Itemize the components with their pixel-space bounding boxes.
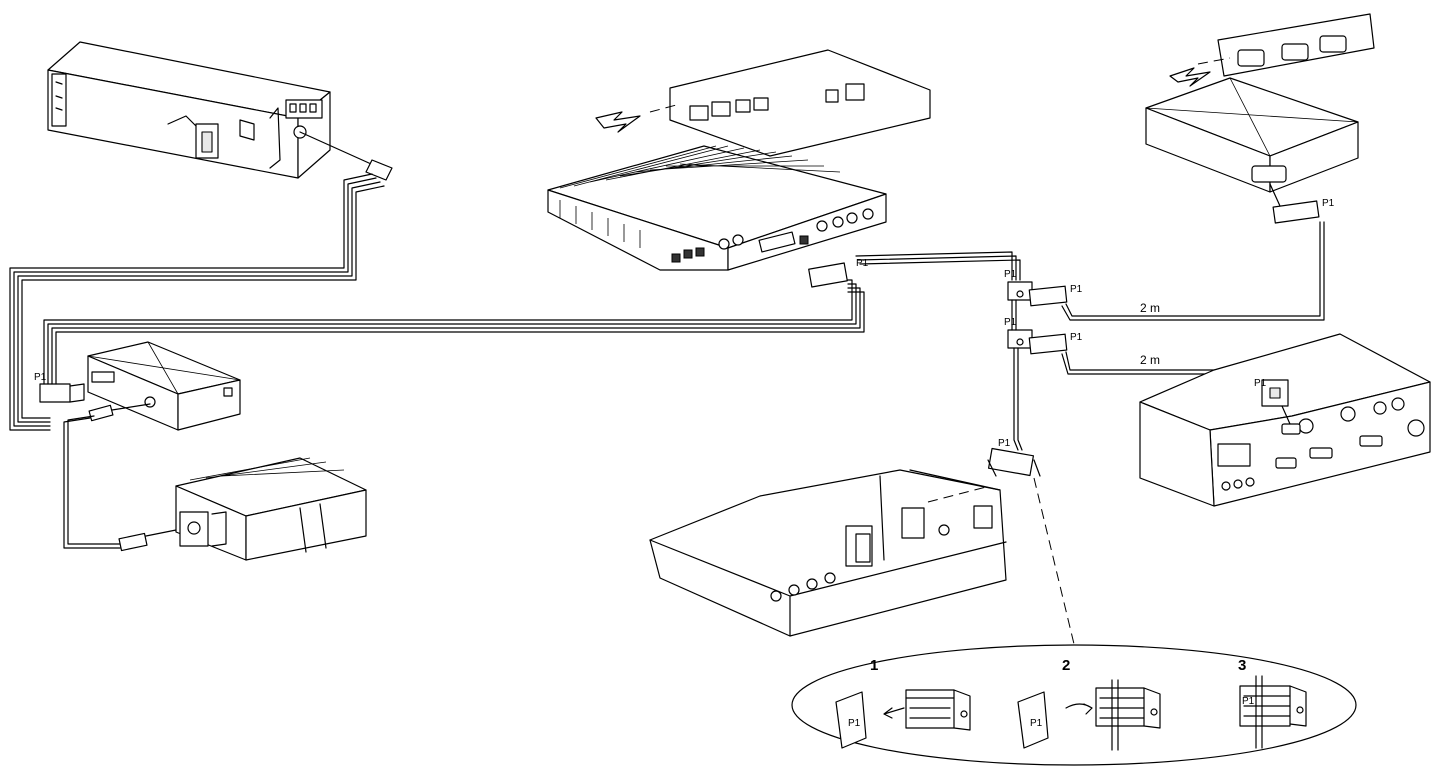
left-module-box [87,341,241,431]
splitter-feed-cable [855,251,1021,281]
right-board [1217,13,1375,77]
radio-unit-connector: P1 [1254,378,1301,435]
amplifier-unit [547,145,887,271]
splitter-out-top-label: P1 [1070,284,1083,295]
detail-step-3-label: P1 [1242,696,1255,707]
detail-step-3: 3 [1238,657,1246,674]
right-module-connector: P1 [1269,183,1335,224]
detail-inset: 1 2 3 P1 P1 P1 [791,644,1357,766]
splitter-lower: P1 P1 [1004,317,1083,355]
upper-cable-length: 2 m [1140,301,1160,315]
radio-feed-cable [1013,347,1023,451]
head-unit [47,41,331,179]
detail-step-2: 2 [1062,657,1070,674]
multimedia-player [649,469,1007,637]
right-module-box [1145,77,1359,193]
player-connector-label: P1 [998,438,1011,449]
lower-cable-length: 2 m [1140,353,1160,367]
amplifier-board [669,49,931,157]
radio-connector-label: P1 [1254,378,1267,389]
left-connector-label: P1 [34,372,47,383]
player-connector: P1 [987,438,1041,477]
splitter-in-bottom-label: P1 [1004,317,1017,328]
detail-step-1: 1 [870,657,878,674]
cd-player-unit [175,457,367,561]
left-connector: P1 [34,372,85,403]
upper-2m-cable: 2 m [1061,221,1325,321]
main-cable [43,279,865,385]
splitter-upper: P1 P1 [1004,269,1083,307]
radio-unit [1139,333,1431,507]
amplifier-connector: P1 [808,258,869,288]
splitter-in-top-label: P1 [1004,269,1017,280]
splitter-out-bottom-label: P1 [1070,332,1083,343]
detail-step-1-label: P1 [848,718,861,729]
right-module-connector-label: P1 [1322,198,1335,209]
head-unit-cable [9,173,385,431]
coax-cable [63,403,177,552]
detail-step-2-label: P1 [1030,718,1043,729]
